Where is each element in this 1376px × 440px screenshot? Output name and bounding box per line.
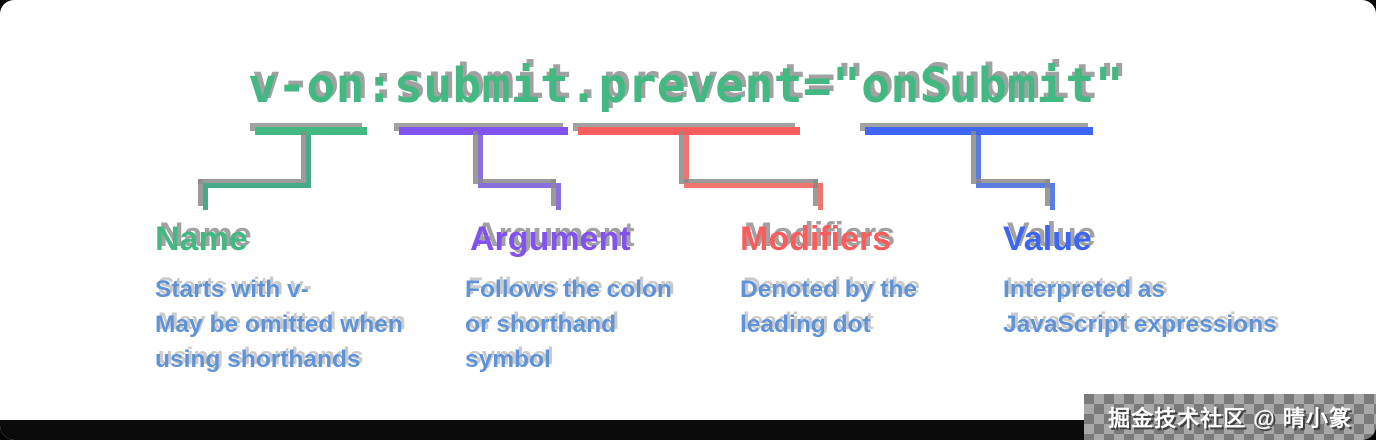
- value-connector-vertical: [976, 135, 981, 183]
- value-label: Value: [1003, 220, 1092, 258]
- description-line: or shorthand: [465, 311, 617, 338]
- description-line: May be omitted when: [155, 311, 403, 338]
- description-line: Denoted by the: [740, 276, 917, 303]
- modifiers-connector-horizontal: [684, 183, 823, 188]
- argument-connector-vertical: [478, 135, 483, 183]
- watermark-text: 掘金技术社区 @ 晴小篆: [1108, 406, 1352, 431]
- argument-underline-bar: [399, 127, 568, 135]
- name-connector-drop: [203, 183, 208, 210]
- modifiers-description: Denoted by the leading dot: [740, 272, 917, 342]
- modifiers-connector-drop: [818, 183, 823, 210]
- description-line: JavaScript expressions: [1003, 311, 1277, 338]
- name-connector-horizontal: [203, 183, 311, 188]
- name-connector-vertical: [306, 135, 311, 183]
- argument-label: Argument: [470, 220, 631, 258]
- code-snippet: v-on:submit.prevent="onSubmit": [248, 58, 1124, 114]
- value-connector-horizontal: [976, 183, 1055, 188]
- description-line: Follows the colon: [465, 276, 672, 303]
- description-line: symbol: [465, 346, 551, 373]
- value-description: Interpreted as JavaScript expressions: [1003, 272, 1277, 342]
- modifiers-label: Modifiers: [740, 220, 892, 258]
- name-underline-bar: [255, 127, 367, 135]
- name-label: Name: [155, 220, 248, 258]
- bottom-bar: [0, 420, 1376, 440]
- description-line: Starts with v-: [155, 276, 309, 303]
- watermark-badge: 掘金技术社区 @ 晴小篆: [1084, 394, 1376, 440]
- value-underline-bar: [865, 127, 1093, 135]
- description-line: Interpreted as: [1003, 276, 1166, 303]
- description-line: using shorthands: [155, 346, 361, 373]
- modifiers-underline-bar: [578, 127, 800, 135]
- modifiers-connector-vertical: [684, 135, 689, 183]
- value-connector-drop: [1050, 183, 1055, 210]
- description-line: leading dot: [740, 311, 871, 338]
- name-description: Starts with v- May be omitted when using…: [155, 272, 403, 377]
- argument-description: Follows the colon or shorthand symbol: [465, 272, 672, 377]
- argument-connector-horizontal: [478, 183, 561, 188]
- argument-connector-drop: [556, 183, 561, 210]
